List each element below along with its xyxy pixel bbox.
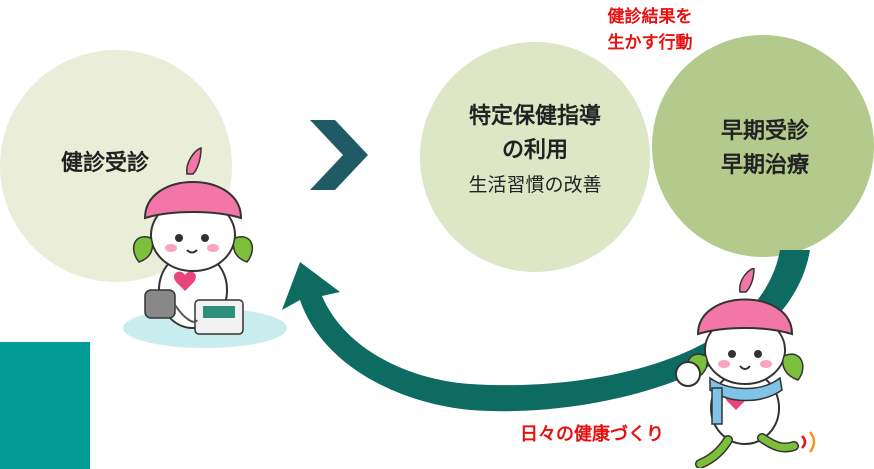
treatment-label-line2: 早期治療 bbox=[720, 153, 809, 178]
guidance-subtitle: 生活習慣の改善 bbox=[468, 174, 602, 196]
peach-mascot-checkup bbox=[123, 146, 287, 348]
daily-health-annotation: 日々の健康づくり bbox=[520, 424, 664, 445]
checkup-label: 健診受診 bbox=[60, 151, 149, 176]
action-annotation-line2: 生かす行動 bbox=[607, 33, 693, 53]
teal-side-block bbox=[0, 342, 90, 469]
guidance-label: 特定保健指導 の利用 bbox=[430, 100, 640, 168]
guidance-label-line2: の利用 bbox=[501, 138, 568, 163]
treatment-label: 早期受診 早期治療 bbox=[690, 115, 840, 183]
action-annotation-line1: 健診結果を bbox=[607, 7, 693, 27]
treatment-circle bbox=[652, 35, 874, 257]
treatment-label-line1: 早期受診 bbox=[720, 119, 809, 144]
peach-mascot-walking bbox=[675, 268, 816, 468]
chevron-right-icon bbox=[310, 120, 368, 190]
guidance-label-line1: 特定保健指導 bbox=[468, 104, 601, 129]
action-annotation: 健診結果を 生かす行動 bbox=[575, 4, 725, 56]
guidance-circle bbox=[420, 42, 650, 272]
